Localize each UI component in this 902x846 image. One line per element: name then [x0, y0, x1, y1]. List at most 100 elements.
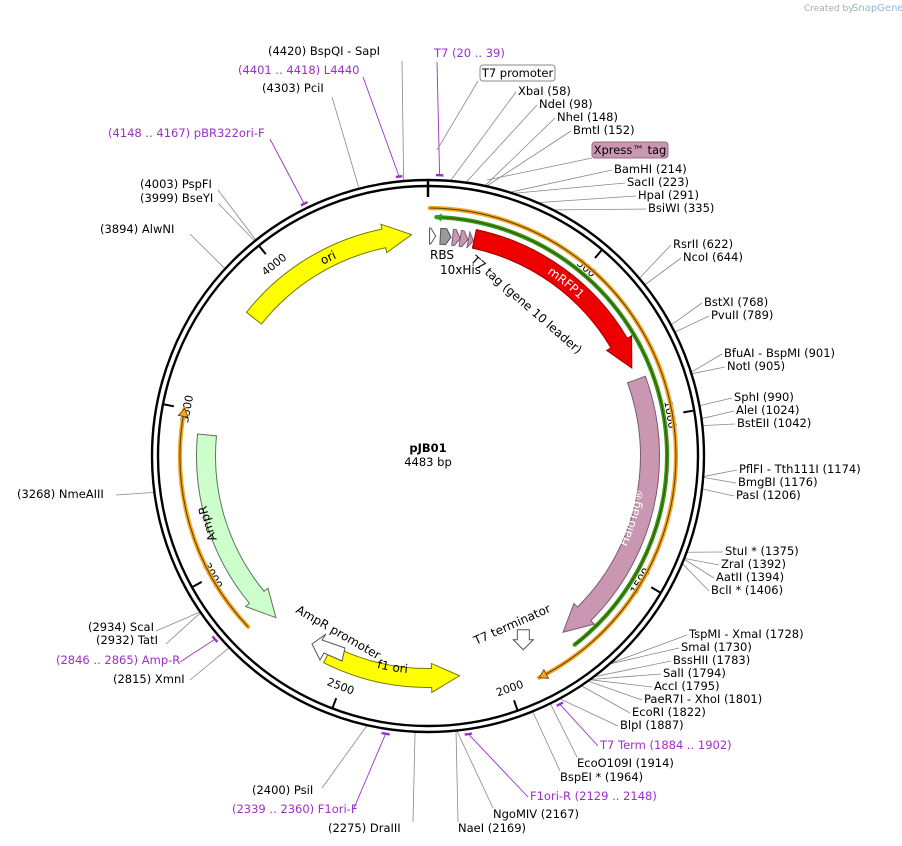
primer-leader — [179, 638, 216, 663]
restriction-site-labels: (4420) BspQI - SapI(4303) PciI(4003) Psp… — [17, 44, 861, 835]
site-leader — [189, 647, 230, 681]
site-label: SphI (990) — [734, 390, 794, 404]
site-leader — [703, 469, 738, 477]
site-leader — [701, 410, 735, 420]
site-leader — [638, 244, 672, 279]
site-leader — [456, 730, 494, 809]
feature-box-label: Xpress™ tag — [594, 143, 667, 157]
t7tag-arrow-b — [458, 229, 469, 248]
plasmid-backbone — [150, 178, 706, 734]
primer-label: (2846 .. 2865) Amp-R — [56, 653, 180, 667]
label-leader-lines — [115, 60, 738, 823]
primer-leader — [269, 138, 305, 204]
t7tag-arrow-a — [451, 228, 461, 247]
site-leader — [412, 731, 416, 823]
site-label: BssHII (1783) — [673, 653, 750, 667]
site-leader — [580, 685, 631, 714]
site-leader — [486, 130, 572, 187]
site-leader — [532, 711, 561, 772]
orf-tracks — [177, 205, 679, 680]
site-label: EcoRI (1822) — [632, 705, 706, 719]
primer-leader — [559, 703, 599, 747]
site-label: BmtI (152) — [573, 123, 635, 137]
site-label: BspEI * (1964) — [560, 770, 643, 784]
site-label: NotI (905) — [727, 359, 785, 373]
site-leader — [217, 189, 257, 241]
tick-mark — [513, 699, 519, 711]
site-label: BstXI (768) — [704, 295, 768, 309]
site-label: HpaI (291) — [638, 188, 699, 202]
site-label: EcoO109I (1914) — [577, 756, 674, 770]
orf-track-inner-core — [436, 216, 668, 646]
site-label: BlpI (1887) — [620, 718, 684, 732]
site-label: (2400) PsiI — [252, 783, 313, 797]
site-leader — [552, 208, 647, 211]
feature-box — [591, 141, 669, 159]
tick-mark — [594, 249, 603, 259]
tick-mark — [258, 245, 267, 255]
site-label: (2815) XmnI — [113, 672, 185, 686]
site-leader — [465, 104, 538, 183]
feature-label-ori: ori — [318, 248, 338, 268]
site-label: SalI (1794) — [663, 666, 726, 680]
feature-box — [479, 64, 556, 82]
primer-label: (2339 .. 2360) F1ori-F — [232, 802, 357, 816]
primer-leader — [436, 61, 441, 176]
credit-brand: SnapGene — [852, 3, 902, 14]
site-leader — [155, 611, 201, 632]
site-leader — [593, 660, 672, 678]
site-label: SmaI (1730) — [681, 640, 752, 654]
site-leader — [484, 117, 556, 187]
orf-track-outer-core — [429, 207, 677, 679]
site-leader — [670, 302, 703, 326]
feature-arrow-ampr — [196, 433, 277, 619]
t7-terminator-label: T7 terminator — [471, 601, 553, 648]
site-label: (3894) AlwNI — [100, 222, 174, 236]
site-label: (2934) ScaI — [88, 620, 154, 634]
site-leader — [703, 476, 737, 484]
site-leader — [331, 96, 360, 189]
site-label: XbaI (58) — [518, 84, 571, 98]
site-label: BmgBI (1176) — [738, 475, 818, 489]
feature-arrow-halotag — [562, 375, 660, 633]
site-leader — [321, 724, 368, 789]
plasmid-length: 4483 bp — [404, 455, 452, 469]
site-leader — [702, 423, 736, 426]
tick-mark — [331, 697, 338, 708]
site-leader — [537, 195, 637, 204]
site-leader — [684, 558, 720, 566]
primer-label: T7 Term (1884 .. 1902) — [599, 738, 732, 752]
tick-label: 2500 — [325, 675, 356, 697]
site-label: BsiWI (335) — [648, 201, 714, 215]
primer-label: (4401 .. 4418) L4440 — [238, 63, 359, 77]
site-label: SacII (223) — [627, 175, 689, 189]
site-label: NheI (148) — [557, 110, 618, 124]
site-label: RsrII (622) — [673, 237, 733, 251]
site-label: (2932) TatI — [96, 633, 158, 647]
feature-arrow-mrfp1 — [471, 229, 633, 369]
site-leader — [681, 563, 710, 592]
ampr-promoter-arrow — [311, 633, 346, 662]
primer-leader — [362, 76, 400, 177]
site-leader — [450, 91, 517, 182]
his-tag-arrow — [439, 227, 452, 246]
site-leader — [115, 491, 155, 496]
site-leader — [701, 488, 735, 497]
site-label: BstEII (1042) — [737, 416, 811, 430]
box-leader — [436, 80, 479, 151]
site-label: PaeR7I - XhoI (1801) — [644, 692, 762, 706]
site-leader — [674, 315, 710, 333]
box-leader — [486, 157, 593, 181]
primer-mark — [300, 201, 309, 207]
site-leader — [589, 673, 662, 680]
feature-box-label: T7 promoter — [481, 66, 554, 80]
tick-mark — [163, 403, 175, 408]
site-label: NcoI (644) — [683, 250, 743, 264]
primer-label: T7 (20 .. 39) — [433, 46, 505, 60]
primer-mark — [395, 175, 403, 179]
site-leader — [189, 233, 226, 270]
site-label: (4303) PciI — [262, 81, 324, 95]
site-label: (4003) PspFI — [140, 177, 212, 191]
